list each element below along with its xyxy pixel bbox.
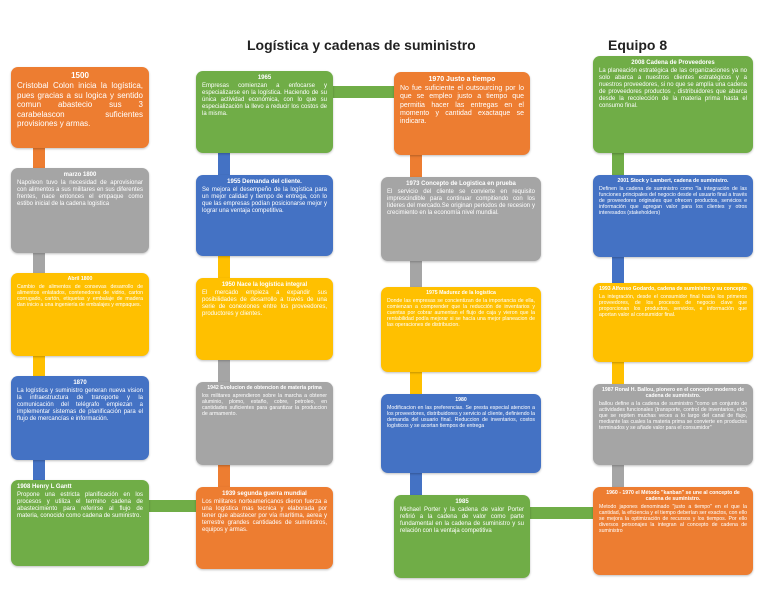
event-body: Se mejora el desempeño de la logística p… xyxy=(202,186,327,215)
event-heading: 1980 xyxy=(455,397,467,403)
event-box-1993: 1993 Alfonso Godardo, cadena de suminist… xyxy=(593,283,753,362)
connector xyxy=(33,356,45,376)
event-body: Michael Porter y la cadena de valor Port… xyxy=(400,506,524,535)
event-body: La integración, desde el consumidor fina… xyxy=(599,293,747,319)
connector xyxy=(218,360,230,382)
connector xyxy=(410,155,422,177)
event-body: Metodo japones denominado "justo a tiemp… xyxy=(599,503,747,535)
event-body: El servicio del cliente se convierte en … xyxy=(387,188,535,217)
event-body: Los militares norteamericanos dieron fue… xyxy=(202,498,327,534)
event-box-1942: 1942 Evolucion de obtencion de materia p… xyxy=(196,382,333,465)
event-body: La logística y suministro generan nueva … xyxy=(17,387,143,423)
connector xyxy=(218,465,230,487)
event-body: No fue suficiente el outsourcing por lo … xyxy=(400,85,524,126)
event-heading: 2008 Cadena de Proveedores xyxy=(631,60,715,66)
event-box-2008: 2008 Cadena de Proveedores La planeación… xyxy=(593,56,753,153)
event-box-1970: 1970 Justo a tiempo No fue suficiente el… xyxy=(394,72,530,155)
page-title: Logística y cadenas de suministro xyxy=(247,37,476,53)
event-heading: 2001 Stock y Lambert, cadena de suminist… xyxy=(617,178,729,184)
event-heading: 1942 Evolucion de obtencion de materia p… xyxy=(207,385,322,391)
event-body: ballou define a la cadena de suministro … xyxy=(599,400,747,432)
event-box-marzo-1800: marzo 1800 Napoleon tuvo la necesidad de… xyxy=(11,168,149,253)
event-box-1870: 1870 La logística y suministro generan n… xyxy=(11,376,149,460)
connector xyxy=(612,153,624,175)
connector xyxy=(612,465,624,487)
event-box-1950: 1950 Nace la logística integral El merca… xyxy=(196,278,333,360)
event-heading: 1993 Alfonso Godardo, cadena de suminist… xyxy=(599,286,747,292)
event-box-1975: 1975 Madurez de la logística Donde las e… xyxy=(381,287,541,372)
event-heading: 1985 xyxy=(455,499,469,505)
event-body: Cristobal Colon inicia la logística, pue… xyxy=(17,81,143,128)
event-heading: 1970 Justo a tiempo xyxy=(428,76,496,83)
event-body: Donde las empresas se concientizan de la… xyxy=(387,297,535,329)
event-heading: 1973 Concepto de Logistica en prueba xyxy=(406,181,516,187)
event-box-1987: 1987 Ronal H. Ballou, pionero en el conc… xyxy=(593,384,753,465)
event-body: los militares aprendieron sobre la march… xyxy=(202,392,327,418)
event-heading: 1975 Madurez de la logística xyxy=(426,290,496,296)
event-body: Cambio de alimentos de consevas desarrol… xyxy=(17,283,143,309)
event-heading: 1500 xyxy=(71,71,89,80)
event-heading: 1950 Nace la logística integral xyxy=(221,282,308,288)
event-box-1965: 1965 Empresas comienzan a enfocarse y es… xyxy=(196,71,333,153)
connector xyxy=(332,86,394,98)
event-box-1955: 1955 Demanda del cliente. Se mejora el d… xyxy=(196,175,333,256)
event-body: Modificacion en las preferencias. Se pre… xyxy=(387,404,535,430)
event-box-1939: 1939 segunda guerra mundial Los militare… xyxy=(196,487,333,569)
connector xyxy=(33,253,45,273)
event-body: Empresas comienzan a enfocarse y especia… xyxy=(202,82,327,118)
event-heading: Abril 1800 xyxy=(67,276,93,282)
connector xyxy=(612,362,624,384)
connector xyxy=(410,473,422,495)
event-box-1960-1970: 1960 - 1970 el Método "kanban" se une al… xyxy=(593,487,753,575)
event-box-1980: 1980 Modificacion en las preferencias. S… xyxy=(381,394,541,473)
event-body: La planeación estratégica de las organiz… xyxy=(599,67,747,110)
connector xyxy=(410,372,422,394)
event-heading: 1908 Henry L Gantt xyxy=(17,484,72,490)
event-heading: 1955 Demanda del cliente. xyxy=(227,179,302,185)
event-heading: 1987 Ronal H. Ballou, pionero en el conc… xyxy=(601,387,745,399)
connector xyxy=(33,460,45,480)
event-box-1985: 1985 Michael Porter y la cadena de valor… xyxy=(394,495,530,578)
event-body: Napoleon tuvo la necesidad de aprovision… xyxy=(17,179,143,208)
event-heading: 1960 - 1970 el Método "kanban" se une al… xyxy=(606,490,740,502)
connector xyxy=(218,256,230,278)
event-box-1973: 1973 Concepto de Logistica en prueba El … xyxy=(381,177,541,261)
connector xyxy=(410,261,422,287)
event-heading: 1965 xyxy=(257,75,272,81)
connector xyxy=(529,507,593,519)
event-heading: 1939 segunda guerra mundial xyxy=(222,491,307,497)
event-body: Propone una estricta planificación en lo… xyxy=(17,491,143,520)
connector xyxy=(218,153,230,175)
event-body: El mercado empieza a expandir sus posibi… xyxy=(202,289,327,318)
event-box-1908: 1908 Henry L Gantt Propone una estricta … xyxy=(11,480,149,566)
event-heading: 1870 xyxy=(73,380,87,386)
event-box-2001: 2001 Stock y Lambert, cadena de suminist… xyxy=(593,175,753,257)
connector xyxy=(148,500,196,512)
event-heading: marzo 1800 xyxy=(63,172,97,178)
event-body: Definen la cadena de suministro como "la… xyxy=(599,185,747,217)
event-box-1500: 1500 Cristobal Colon inicia la logística… xyxy=(11,67,149,148)
connector xyxy=(33,148,45,168)
team-title: Equipo 8 xyxy=(608,37,668,53)
event-box-abril-1800: Abril 1800 Cambio de alimentos de consev… xyxy=(11,273,149,356)
connector xyxy=(612,257,624,283)
